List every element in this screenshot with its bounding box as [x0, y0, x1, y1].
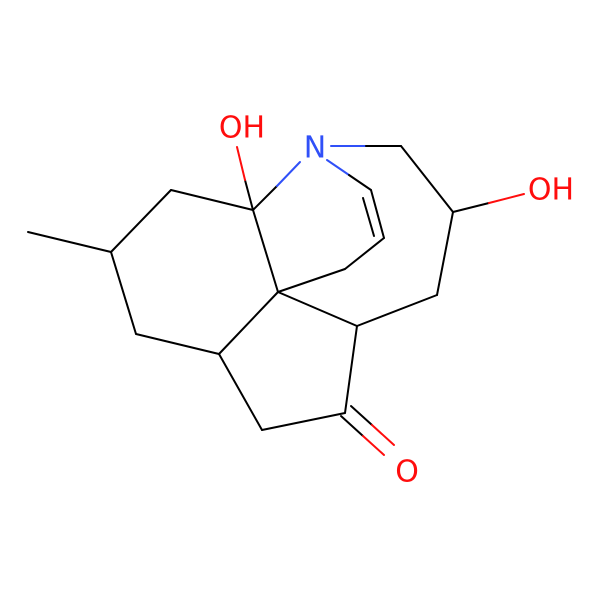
bond-c-ring-3 [110, 251, 137, 335]
bond-c-ring-13 [356, 294, 438, 327]
bond-alkene-outer [370, 189, 385, 239]
bond-ketone-b-carbon-half [340, 415, 364, 437]
bond-c-ring-8 [261, 412, 346, 431]
bond-c-ring-10 [277, 291, 358, 327]
bond-oh-right-carbon-half [452, 202, 490, 213]
carbon-bonds [27, 145, 454, 431]
alkene-double-bond [362, 189, 385, 239]
bond-ketone-b-oxygen-half [362, 435, 385, 456]
bond-n-c-left-carbon-half [252, 185, 278, 211]
bond-c-ring-1 [110, 189, 172, 253]
bond-oh-top-oxygen-half [236, 146, 246, 181]
bond-c-ring-5 [218, 291, 279, 355]
bond-n-alkene-carbon-half [348, 174, 372, 191]
bond-c-ring-4 [135, 333, 220, 355]
ketone-double-bond [340, 405, 395, 456]
bond-c-ring-6 [252, 209, 279, 293]
bond-c-ring-9 [344, 325, 358, 414]
bond-oh-right-oxygen-half [488, 193, 525, 204]
bond-c-ring-11 [277, 268, 346, 293]
bond-c-ring-14 [436, 211, 454, 296]
bond-n-alkene-nitrogen-half [326, 159, 350, 176]
bond-c-ring-2 [170, 189, 254, 211]
bond-c-ring-7 [218, 353, 263, 431]
nitrogen-bonds [252, 145, 402, 211]
atom-label-ketone-oxygen: O [395, 455, 419, 490]
bond-ketone-a-oxygen-half [371, 424, 395, 446]
bond-n-c-left-nitrogen-half [276, 161, 301, 187]
hydroxyl-bonds [236, 146, 525, 213]
bond-c-ring-12 [344, 237, 385, 270]
atom-label-nitrogen: N [304, 131, 326, 166]
bond-methyl [27, 231, 112, 253]
atom-label-hydroxyl-right: OH [528, 173, 574, 208]
bond-c-ring-15 [400, 145, 454, 213]
bond-ketone-a-carbon-half [350, 405, 373, 426]
bond-alkene-inner [362, 197, 375, 237]
atom-label-hydroxyl-top: OH [219, 111, 265, 146]
bond-oh-top-carbon-half [244, 179, 254, 211]
